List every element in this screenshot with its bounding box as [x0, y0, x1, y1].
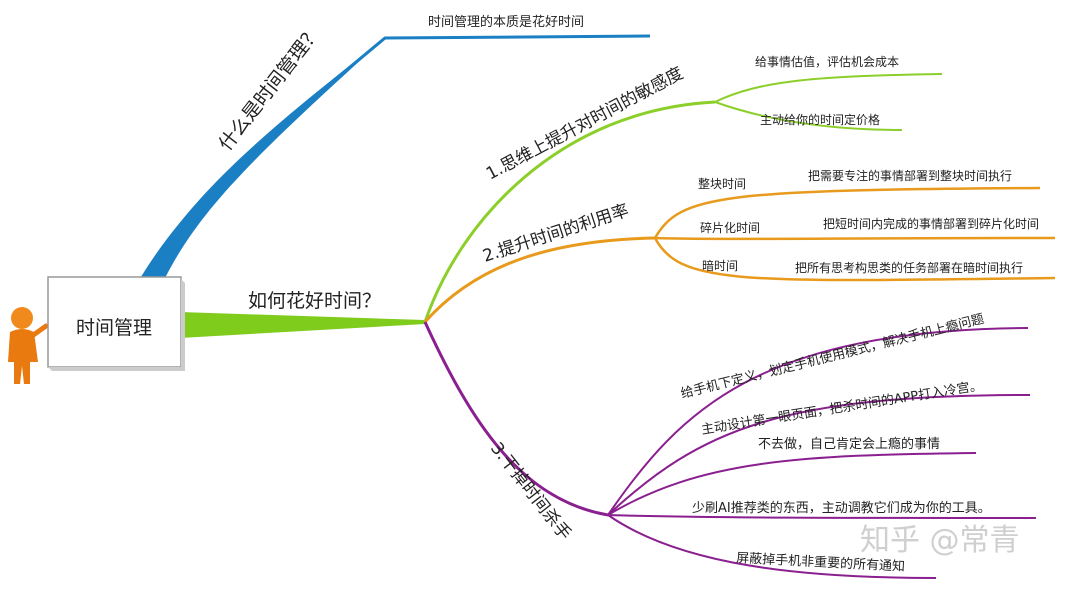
branch-what-line — [140, 34, 651, 279]
branch-what-child: 时间管理的本质是花好时间 — [428, 14, 584, 30]
watermark: 知乎 @常青 — [860, 523, 1020, 558]
sub3-item: 少刷AI推荐类的东西，主动调教它们成为你的工具。 — [692, 500, 991, 516]
sub2-item-detail: 把需要专注的事情部署到整块时间执行 — [808, 168, 1012, 183]
sub3-item: 不去做，自己肯定会上瘾的事情 — [758, 436, 940, 452]
sub2-item-detail: 把所有思考构思类的任务部署在暗时间执行 — [795, 260, 1023, 275]
branch-how-label: 如何花好时间？ — [248, 290, 381, 312]
sub2-label: 2.提升时间的利用率 — [480, 201, 631, 267]
sub1-label: 1.思维上提升对时间的敏感度 — [483, 63, 687, 184]
sub2-item-label: 暗时间 — [702, 258, 738, 273]
branch-how-line — [180, 312, 425, 338]
orange-figure-icon — [8, 307, 49, 384]
sub3-label: 3.干掉时间杀手 — [486, 439, 575, 544]
root-node — [47, 276, 182, 368]
sub2-item-label: 整块时间 — [698, 176, 746, 191]
sub2-item-detail: 把短时间内完成的事情部署到碎片化时间 — [823, 216, 1039, 231]
sub1-item: 主动给你的时间定价格 — [760, 112, 880, 127]
sub1-item: 给事情估值，评估机会成本 — [755, 54, 899, 69]
root-label: 时间管理 — [76, 317, 152, 339]
sub2-item-label: 碎片化时间 — [700, 220, 760, 235]
